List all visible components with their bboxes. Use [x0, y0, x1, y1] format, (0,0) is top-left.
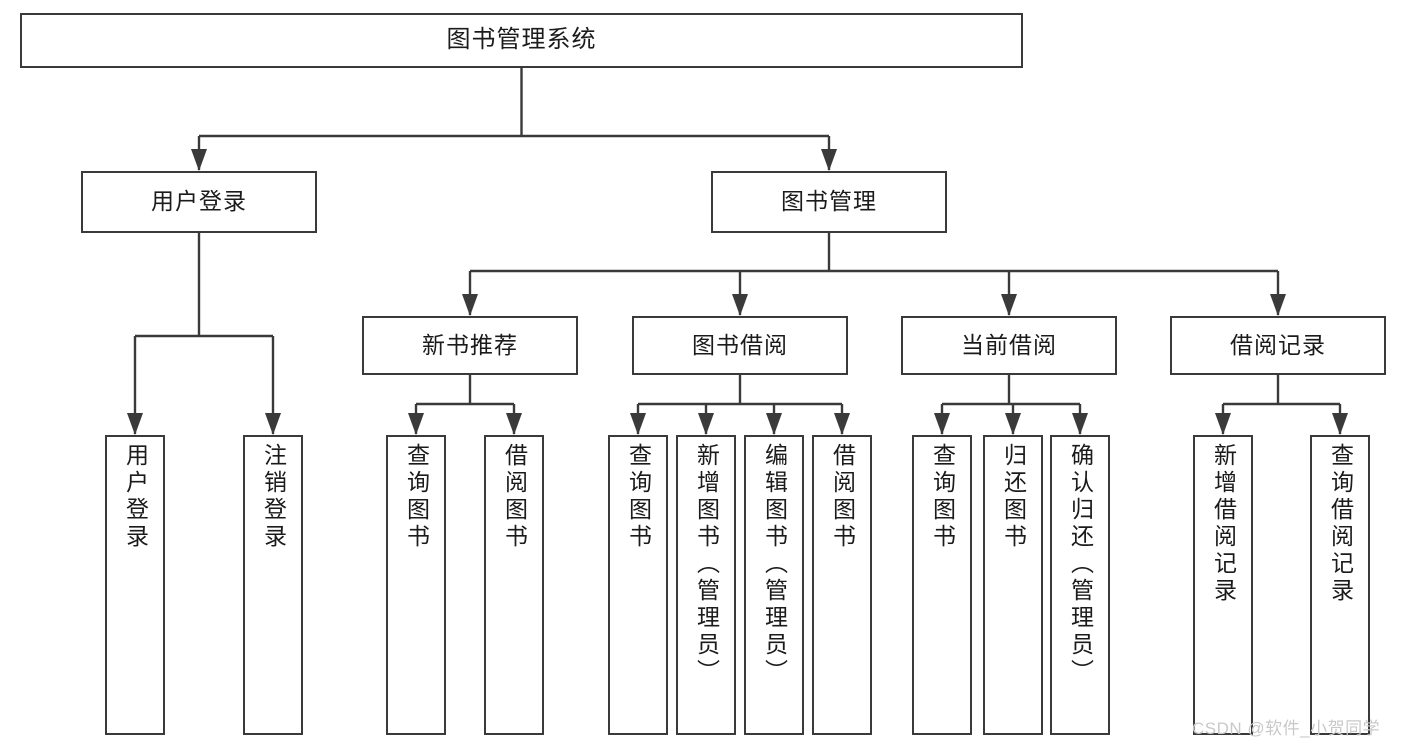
arrowhead-icon: [1001, 294, 1017, 316]
arrowhead-icon: [265, 413, 281, 435]
node-label: 查询图书: [625, 443, 652, 551]
arrowhead-icon: [732, 294, 748, 316]
node-leaf-bor-1[interactable]: 查询图书: [608, 435, 668, 735]
node-label: 归还图书: [1000, 443, 1027, 551]
arrowhead-icon: [1005, 413, 1021, 435]
arrowhead-icon: [408, 413, 424, 435]
arrowhead-icon: [1270, 294, 1286, 316]
node-leaf-login-2[interactable]: 注销登录: [243, 435, 303, 735]
node-label: 用户登录: [122, 443, 149, 551]
node-label: 注销登录: [260, 443, 287, 551]
node-bookmgmt[interactable]: 图书管理: [711, 171, 947, 233]
node-root[interactable]: 图书管理系统: [20, 13, 1023, 68]
node-leaf-bor-3[interactable]: 编辑图书（管理员）: [744, 435, 804, 735]
arrowhead-icon: [506, 413, 522, 435]
node-label: 当前借阅: [961, 331, 1057, 358]
node-label: 查询图书: [403, 443, 430, 551]
node-label: 确认归还（管理员）: [1067, 443, 1094, 686]
node-label: 借阅记录: [1230, 331, 1326, 358]
arrowhead-icon: [766, 413, 782, 435]
arrowhead-icon: [1332, 413, 1348, 435]
node-label: 新增图书（管理员）: [693, 443, 720, 686]
node-leaf-bor-2[interactable]: 新增图书（管理员）: [676, 435, 736, 735]
watermark-label: CSDN @软件_小贺同学: [1192, 719, 1381, 738]
node-label: 用户登录: [151, 188, 247, 215]
arrowhead-icon: [934, 413, 950, 435]
arrowhead-icon: [127, 413, 143, 435]
node-leaf-login-1[interactable]: 用户登录: [105, 435, 165, 735]
arrowhead-icon: [191, 149, 207, 171]
node-login[interactable]: 用户登录: [81, 171, 317, 233]
node-record[interactable]: 借阅记录: [1170, 316, 1386, 375]
node-newbook[interactable]: 新书推荐: [362, 316, 578, 375]
node-leaf-cur-3[interactable]: 确认归还（管理员）: [1050, 435, 1110, 735]
arrowhead-icon: [834, 413, 850, 435]
node-label: 新增借阅记录: [1210, 443, 1237, 605]
arrowhead-icon: [462, 294, 478, 316]
node-label: 新书推荐: [422, 331, 518, 358]
node-leaf-new-1[interactable]: 查询图书: [386, 435, 446, 735]
node-label: 编辑图书（管理员）: [761, 443, 788, 686]
node-leaf-rec-1[interactable]: 新增借阅记录: [1193, 435, 1253, 735]
arrowhead-icon: [1072, 413, 1088, 435]
arrowhead-icon: [698, 413, 714, 435]
node-label: 图书借阅: [692, 331, 788, 358]
node-leaf-rec-2[interactable]: 查询借阅记录: [1310, 435, 1370, 735]
node-label: 图书管理系统: [446, 26, 597, 54]
node-label: 查询借阅记录: [1327, 443, 1354, 605]
node-label: 借阅图书: [501, 443, 528, 551]
node-label: 查询图书: [929, 443, 956, 551]
node-label: 借阅图书: [829, 443, 856, 551]
node-current[interactable]: 当前借阅: [901, 316, 1117, 375]
node-leaf-cur-2[interactable]: 归还图书: [983, 435, 1043, 735]
arrowhead-icon: [1215, 413, 1231, 435]
node-label: 图书管理: [781, 188, 877, 215]
arrowhead-icon: [821, 149, 837, 171]
node-leaf-new-2[interactable]: 借阅图书: [484, 435, 544, 735]
node-borrow[interactable]: 图书借阅: [632, 316, 848, 375]
node-leaf-cur-1[interactable]: 查询图书: [912, 435, 972, 735]
node-leaf-bor-4[interactable]: 借阅图书: [812, 435, 872, 735]
arrowhead-icon: [630, 413, 646, 435]
